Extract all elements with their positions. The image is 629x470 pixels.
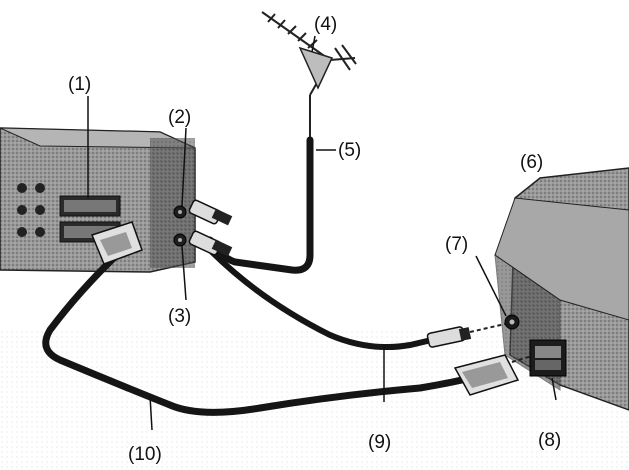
rf-plug-tv: [426, 323, 506, 348]
callout-7: (7): [445, 234, 468, 255]
aerial-antenna: [261, 11, 357, 140]
leader-7: [475, 255, 507, 317]
callout-3: (3): [168, 306, 191, 327]
rf-cable: [207, 247, 443, 351]
callout-10: (10): [128, 444, 162, 465]
callout-2: (2): [168, 107, 191, 128]
rf-plug-in: [188, 199, 233, 226]
rf-plug-out: [188, 230, 233, 257]
callout-6: (6): [520, 152, 543, 173]
leader-8: [551, 377, 557, 401]
callout-1: (1): [68, 74, 91, 95]
leader-2: [181, 127, 187, 207]
callout-9: (9): [368, 432, 391, 453]
recorder-rf-sockets: [173, 205, 187, 247]
leader-3: [181, 245, 187, 301]
recorder-audio-jacks: [17, 183, 45, 237]
tv-set: [494, 167, 629, 411]
scart-plug-tv: [453, 354, 533, 396]
recorder-device: [0, 127, 196, 273]
scart-cable: [42, 248, 474, 416]
callout-8: (8): [538, 430, 561, 451]
callout-5: (5): [338, 140, 361, 161]
leader-4: [311, 35, 316, 53]
callout-4: (4): [314, 14, 337, 35]
leader-10: [149, 395, 153, 431]
tv-scart-socket: [529, 339, 567, 377]
scart-plug-recorder: [90, 221, 143, 265]
leader-lines: [87, 35, 557, 431]
tv-aerial-socket: [504, 314, 520, 330]
